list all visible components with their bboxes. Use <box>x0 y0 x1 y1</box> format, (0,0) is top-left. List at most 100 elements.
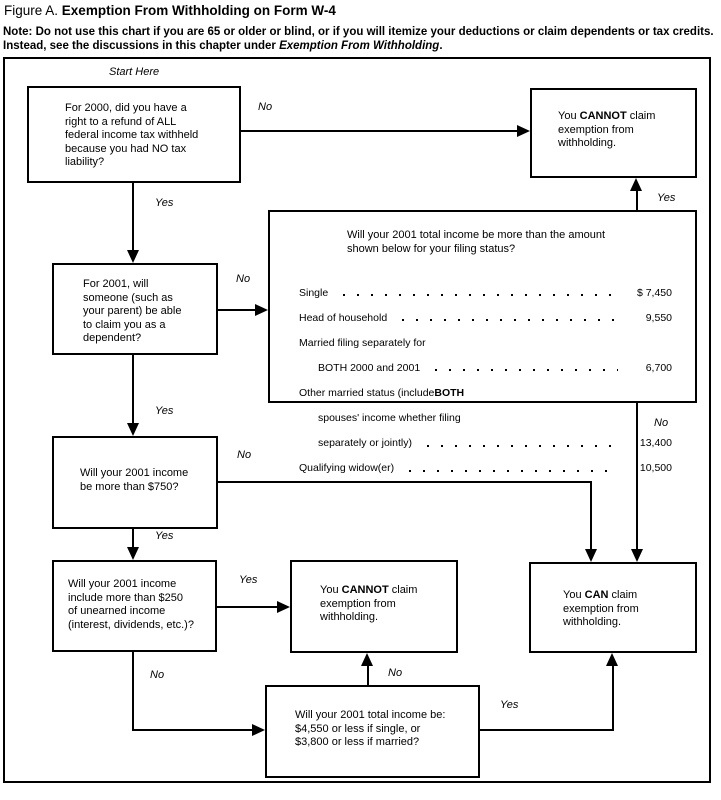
connector-refund-no <box>241 130 517 132</box>
node-text-bold: CANNOT <box>579 110 627 122</box>
figure-title: Figure A. Exemption From Withholding on … <box>4 3 336 18</box>
node-text: claim exemption from withholding. <box>320 584 418 624</box>
node-q-total-income-text: Will your 2001 total income be: $4,550 o… <box>295 709 446 749</box>
table-row: Qualifying widow(er) 10,500 <box>299 463 672 475</box>
income-table: Single $ 7,450 Head of household 9,550 Mar… <box>299 274 672 488</box>
node-income-table: Will your 2001 total income be more than… <box>268 210 697 475</box>
arrowhead-right-icon <box>255 304 268 316</box>
row-label: Other married status (include <box>299 386 435 399</box>
node-q-income-750-text: Will your 2001 income be more than $750? <box>80 467 189 493</box>
node-q-total-income: Will your 2001 total income be: $4,550 o… <box>265 685 480 778</box>
table-row: Single $ 7,450 <box>299 286 672 300</box>
table-row: separately or jointly) 13,400 <box>299 438 672 450</box>
table-row: Married filing separately for <box>299 336 672 350</box>
node-cannot-claim-top: You CANNOT claim exemption from withhold… <box>530 88 697 178</box>
edge-label-unearned-no: No <box>150 669 165 681</box>
start-here-label: Start Here <box>109 66 160 78</box>
connector-dependent-no <box>218 309 255 311</box>
node-text: You <box>563 589 585 601</box>
row-label: BOTH 2000 and 2001 <box>318 361 421 374</box>
node-q-refund-text: For 2000, did you have a right to a refu… <box>65 102 199 169</box>
connector-unearned-no-drop <box>132 652 134 730</box>
figure-note: Note: Do not use this chart if you are 6… <box>3 26 717 53</box>
row-label: spouses' income whether filing <box>318 412 461 425</box>
node-q-dependent-text: For 2001, will someone (such as your par… <box>83 278 182 345</box>
arrowhead-right-icon <box>277 601 290 613</box>
edge-label-dependent-no: No <box>236 273 251 285</box>
arrowhead-down-icon <box>631 549 643 562</box>
note-suffix: . <box>439 39 443 52</box>
row-label-bold: BOTH <box>434 386 465 399</box>
node-text: claim exemption from withholding. <box>558 110 656 150</box>
row-value: 10,500 <box>639 462 672 475</box>
edge-label-table-yes: Yes <box>657 192 676 204</box>
node-text-bold: CAN <box>584 589 609 601</box>
dot-leader <box>337 287 618 300</box>
connector-table-yes <box>636 191 638 210</box>
arrowhead-right-icon <box>252 724 265 736</box>
row-label: Qualifying widow(er) <box>299 462 395 475</box>
table-row: BOTH 2000 and 2001 6,700 <box>299 361 672 375</box>
row-label: Married filing separately for <box>299 336 426 349</box>
row-value: 6,700 <box>645 361 672 374</box>
connector-750-no-drop <box>590 481 592 549</box>
edge-label-750-yes: Yes <box>155 530 174 542</box>
connector-total-yes <box>480 729 614 731</box>
arrowhead-up-icon <box>361 653 373 666</box>
arrowhead-up-icon <box>630 178 642 191</box>
figure-label: Figure A. <box>4 3 59 18</box>
node-q-dependent: For 2001, will someone (such as your par… <box>52 263 218 355</box>
connector-total-yes-rise <box>612 666 614 731</box>
edge-label-dependent-yes: Yes <box>155 405 174 417</box>
node-q-unearned: Will your 2001 income include more than … <box>52 560 217 652</box>
figure-title-text: Exemption From Withholding on Form W-4 <box>61 3 336 18</box>
arrowhead-down-icon <box>127 547 139 560</box>
node-text: You <box>558 110 580 122</box>
node-can-claim: You CAN claim exemption from withholding… <box>529 562 697 653</box>
edge-label-total-no: No <box>388 667 403 679</box>
arrowhead-down-icon <box>585 549 597 562</box>
dot-leader <box>429 362 618 375</box>
arrowhead-up-icon <box>606 653 618 666</box>
row-label: Head of household <box>299 311 388 324</box>
node-text: claim exemption from withholding. <box>563 589 639 629</box>
dot-leader <box>420 438 618 450</box>
edge-label-refund-no: No <box>258 101 273 113</box>
connector-unearned-no <box>132 729 252 731</box>
connector-750-yes <box>132 529 134 547</box>
edge-label-total-yes: Yes <box>500 699 519 711</box>
income-table-heading: Will your 2001 total income be more than… <box>347 229 606 255</box>
connector-table-no <box>636 403 638 549</box>
note-emphasis: Exemption From Withholding <box>279 39 440 52</box>
edge-label-750-no: No <box>237 449 252 461</box>
edge-label-refund-yes: Yes <box>155 197 174 209</box>
row-value: 9,550 <box>645 311 672 324</box>
chart-border <box>3 57 711 783</box>
node-q-income-750: Will your 2001 income be more than $750? <box>52 436 218 529</box>
arrowhead-down-icon <box>127 250 139 263</box>
node-cannot-claim-mid: You CANNOT claim exemption from withhold… <box>290 560 458 653</box>
row-label: Single <box>299 286 329 299</box>
note-prefix: Note: <box>3 26 33 38</box>
table-row: spouses' income whether filing <box>299 413 672 425</box>
node-q-refund: For 2000, did you have a right to a refu… <box>27 86 241 183</box>
row-value: $ 7,450 <box>636 286 672 299</box>
node-text-bold: CANNOT <box>341 584 389 596</box>
row-label: separately or jointly) <box>318 437 412 450</box>
connector-refund-yes <box>132 183 134 250</box>
row-value: 13,400 <box>639 437 672 450</box>
dot-leader <box>403 463 618 475</box>
arrowhead-down-icon <box>127 423 139 436</box>
node-text: You <box>320 584 342 596</box>
connector-unearned-yes <box>217 606 277 608</box>
edge-label-unearned-yes: Yes <box>239 574 258 586</box>
table-row: Other married status (include BOTH <box>299 386 672 400</box>
note-body: Do not use this chart if you are 65 or o… <box>3 26 714 52</box>
table-row: Head of household 9,550 <box>299 311 672 325</box>
dot-leader <box>396 312 618 325</box>
connector-750-no <box>218 481 592 483</box>
arrowhead-right-icon <box>517 125 530 137</box>
node-q-unearned-text: Will your 2001 income include more than … <box>68 578 194 631</box>
edge-label-table-no: No <box>654 417 669 429</box>
